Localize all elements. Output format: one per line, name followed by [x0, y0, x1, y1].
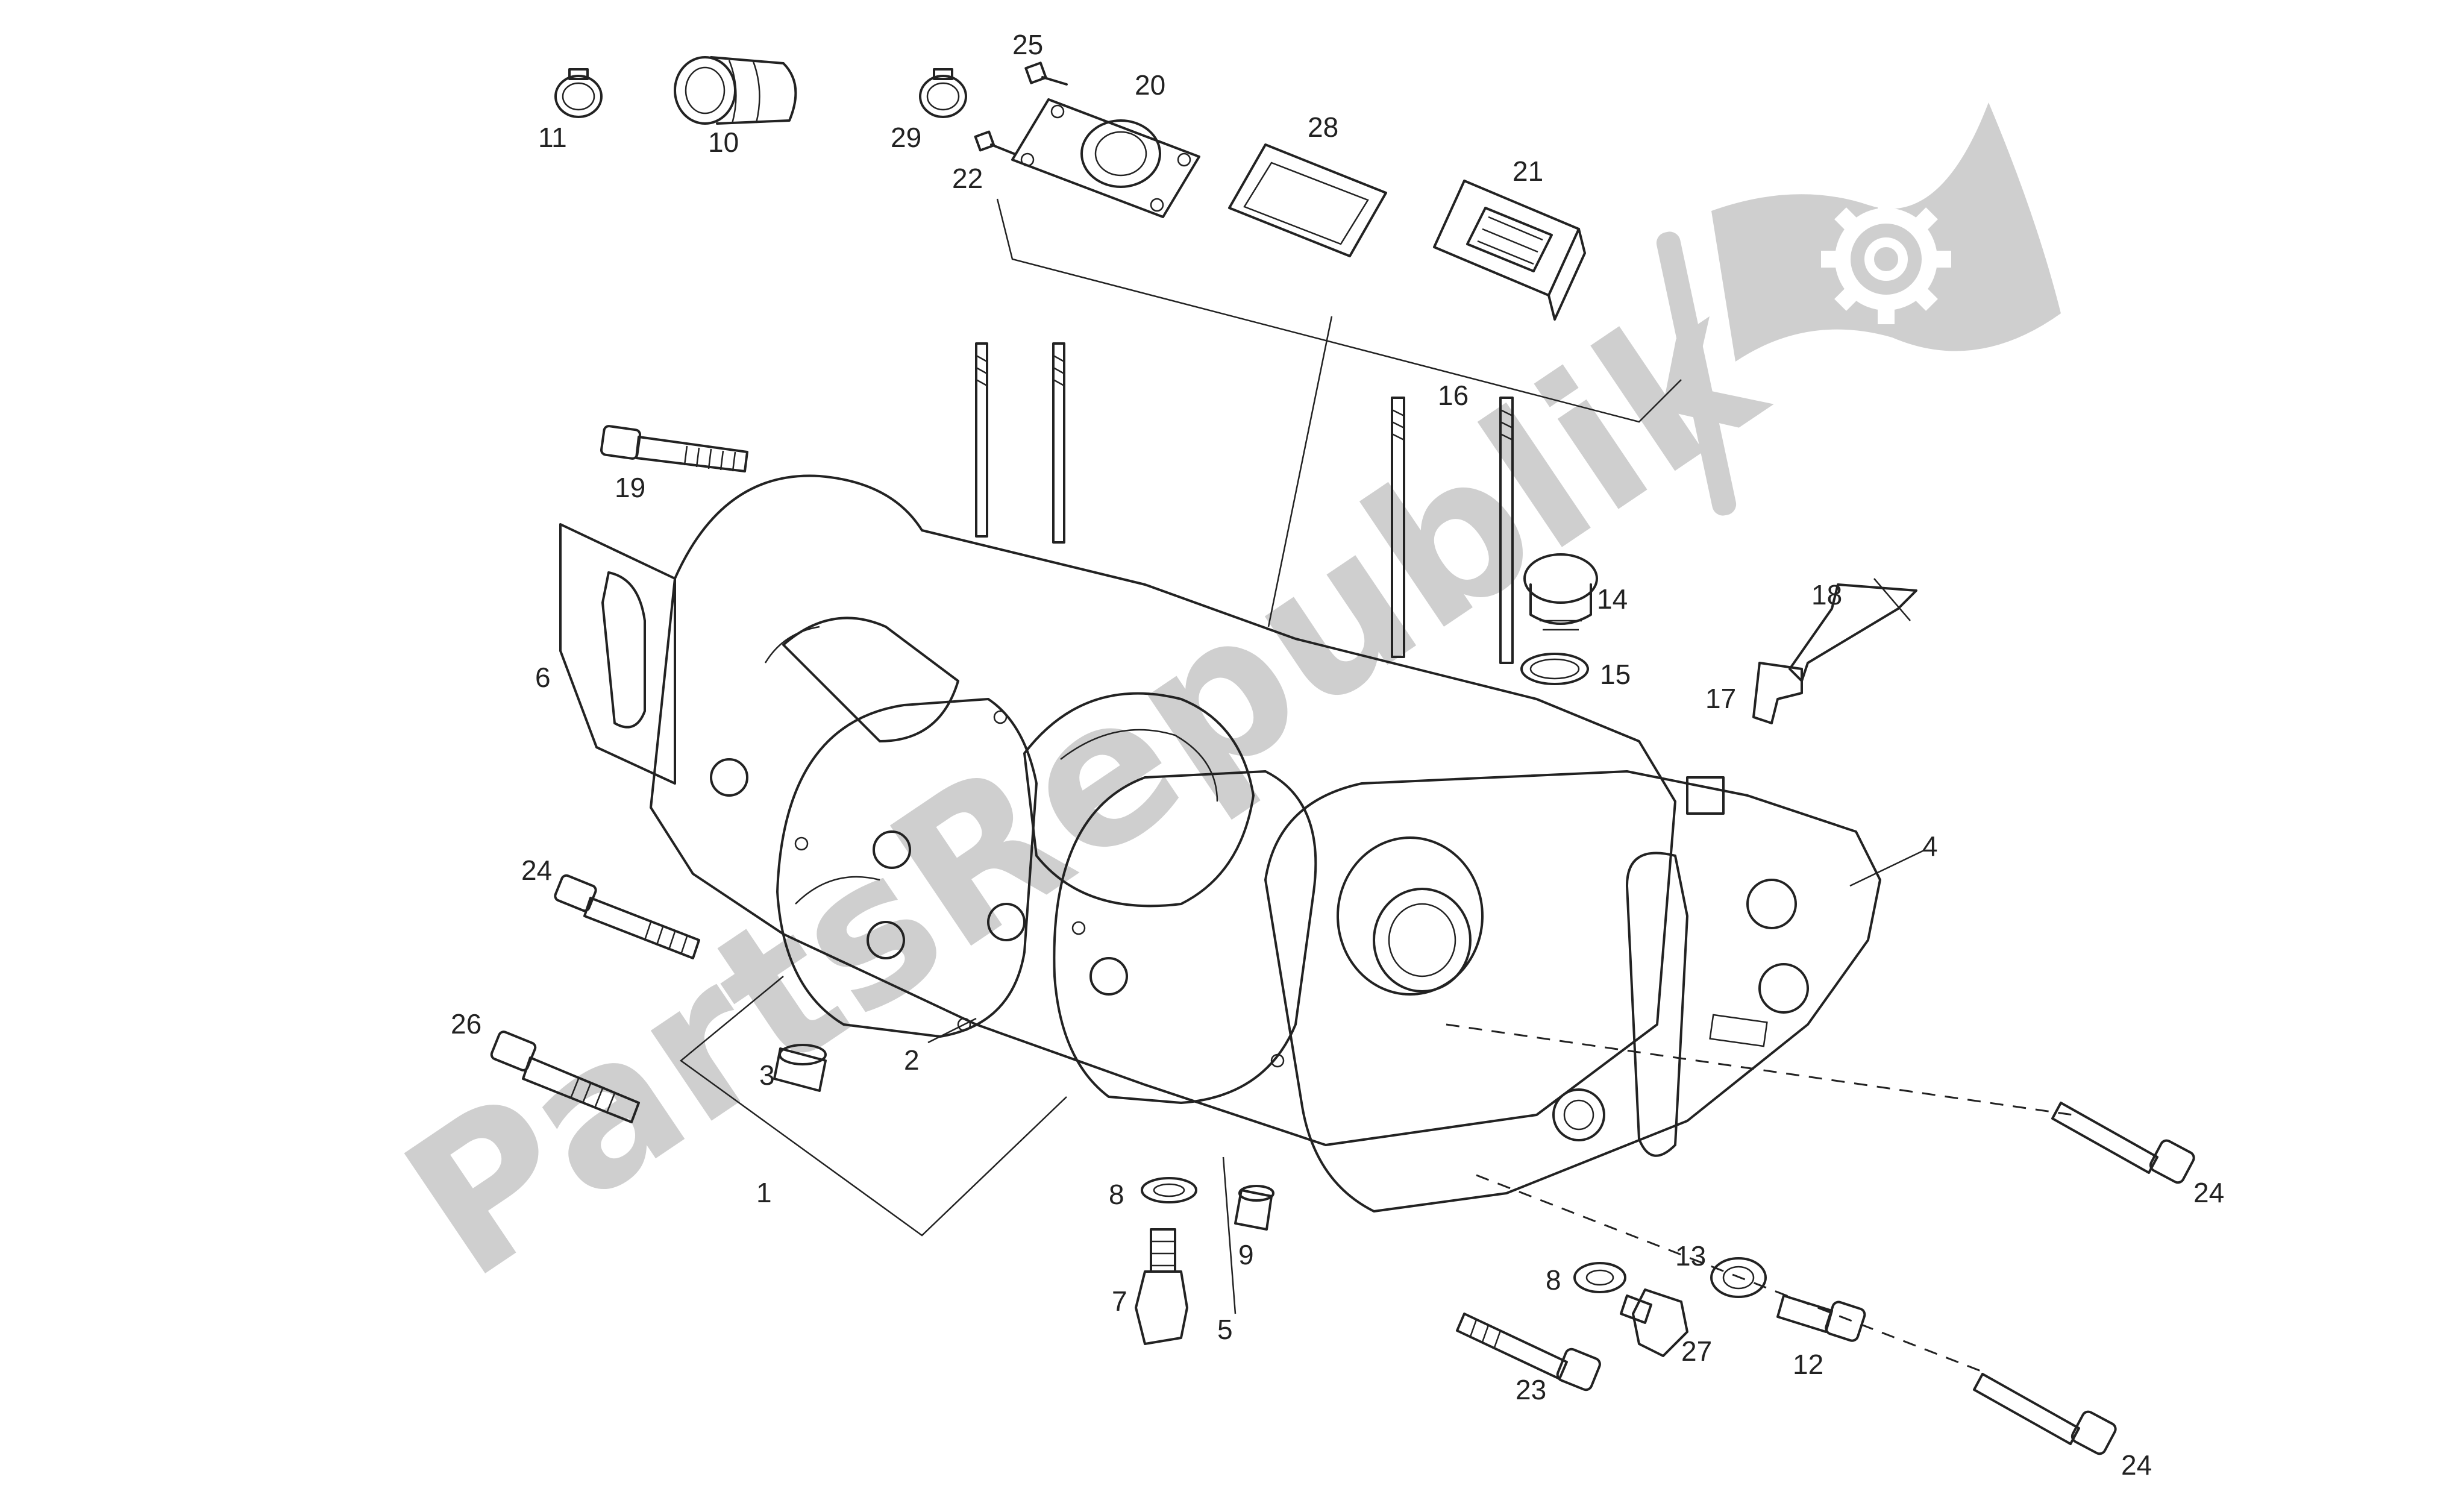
label-22: 22 [952, 163, 983, 194]
alignment-line-upper [1446, 1023, 2074, 1116]
label-6: 6 [535, 662, 551, 693]
label-24-bottom: 24 [2121, 1449, 2152, 1481]
label-8-left: 8 [1109, 1179, 1124, 1210]
label-16: 16 [1438, 380, 1469, 411]
part-4-crankcase-right [1264, 770, 1881, 1213]
part-14-oil-plug [1523, 553, 1598, 631]
part-25-screw [1024, 61, 1068, 86]
label-5: 5 [1217, 1314, 1233, 1345]
part-16-studs-front [1391, 397, 1514, 664]
part-29-hose-clamp [919, 68, 967, 118]
label-10: 10 [708, 127, 739, 158]
label-13: 13 [1675, 1240, 1706, 1272]
watermark: PartsRepublik [367, 102, 2061, 1323]
part-24-bolt-left [554, 874, 700, 959]
part-15-o-ring [1520, 653, 1589, 685]
part-8-washer-right [1573, 1262, 1626, 1293]
label-9: 9 [1238, 1239, 1254, 1270]
part-22-screw [974, 130, 1017, 155]
part-18-breather-hose [1788, 578, 1917, 682]
part-2-gasket [776, 698, 1038, 1038]
part-19-bolt [600, 425, 748, 472]
part-13-washer [1710, 1257, 1767, 1298]
part-17-elbow-fitting [1752, 662, 1803, 724]
label-4: 4 [1922, 830, 1938, 862]
leader-part-2 [927, 1017, 977, 1044]
label-23: 23 [1516, 1374, 1546, 1405]
label-24-mid: 24 [2193, 1177, 2224, 1208]
leader-top-to-case [1267, 316, 1333, 627]
part-27-bolt [1620, 1288, 1688, 1357]
part-labels: 11 10 29 25 20 28 21 22 16 19 14 15 18 1… [451, 29, 2224, 1481]
part-24-bolt-bottom [1973, 1373, 2117, 1455]
part-20-reed-cover [1011, 98, 1200, 218]
label-8-right: 8 [1546, 1264, 1561, 1296]
leader-part-1 [679, 976, 1067, 1237]
part-12-bolt [1776, 1294, 1866, 1342]
leader-part-5 [1222, 1156, 1237, 1314]
part-7-drain-plug [1135, 1228, 1188, 1345]
label-28: 28 [1308, 111, 1338, 143]
part-1-crankcase-left [650, 474, 1676, 1146]
label-1: 1 [756, 1177, 772, 1208]
label-19: 19 [615, 472, 645, 503]
label-27: 27 [1681, 1335, 1712, 1367]
label-29: 29 [891, 122, 921, 153]
part-9-dowel [1234, 1185, 1274, 1231]
label-20: 20 [1135, 69, 1165, 101]
part-21-reed-valve [1433, 180, 1586, 321]
label-2: 2 [904, 1044, 920, 1076]
label-18: 18 [1811, 579, 1842, 610]
label-14: 14 [1597, 583, 1628, 615]
label-21: 21 [1513, 155, 1543, 187]
label-15: 15 [1600, 659, 1631, 690]
part-5-gasket [1053, 770, 1317, 1104]
label-17: 17 [1705, 683, 1736, 714]
part-28-gasket [1228, 143, 1387, 257]
label-11: 11 [538, 122, 567, 153]
label-3: 3 [759, 1059, 775, 1091]
leader-top-assembly [996, 198, 1682, 423]
label-26: 26 [451, 1008, 481, 1040]
part-26-bolt [490, 1031, 640, 1123]
part-10-intake-sleeve [674, 56, 797, 125]
part-16-studs-rear [975, 342, 1065, 544]
leader-part-4 [1849, 849, 1926, 887]
part-11-hose-clamp [554, 68, 603, 118]
label-7: 7 [1112, 1285, 1127, 1317]
label-12: 12 [1793, 1349, 1823, 1380]
part-8-washer-left [1141, 1177, 1197, 1203]
label-24-left: 24 [521, 855, 552, 886]
part-24-bolt-mid [2051, 1102, 2195, 1184]
part-23-bolt [1456, 1313, 1601, 1391]
part-6-intake-gasket [559, 523, 676, 785]
label-25: 25 [1012, 29, 1043, 60]
part-3-dowel [773, 1044, 827, 1092]
gear-flag-icon [1656, 102, 2061, 516]
